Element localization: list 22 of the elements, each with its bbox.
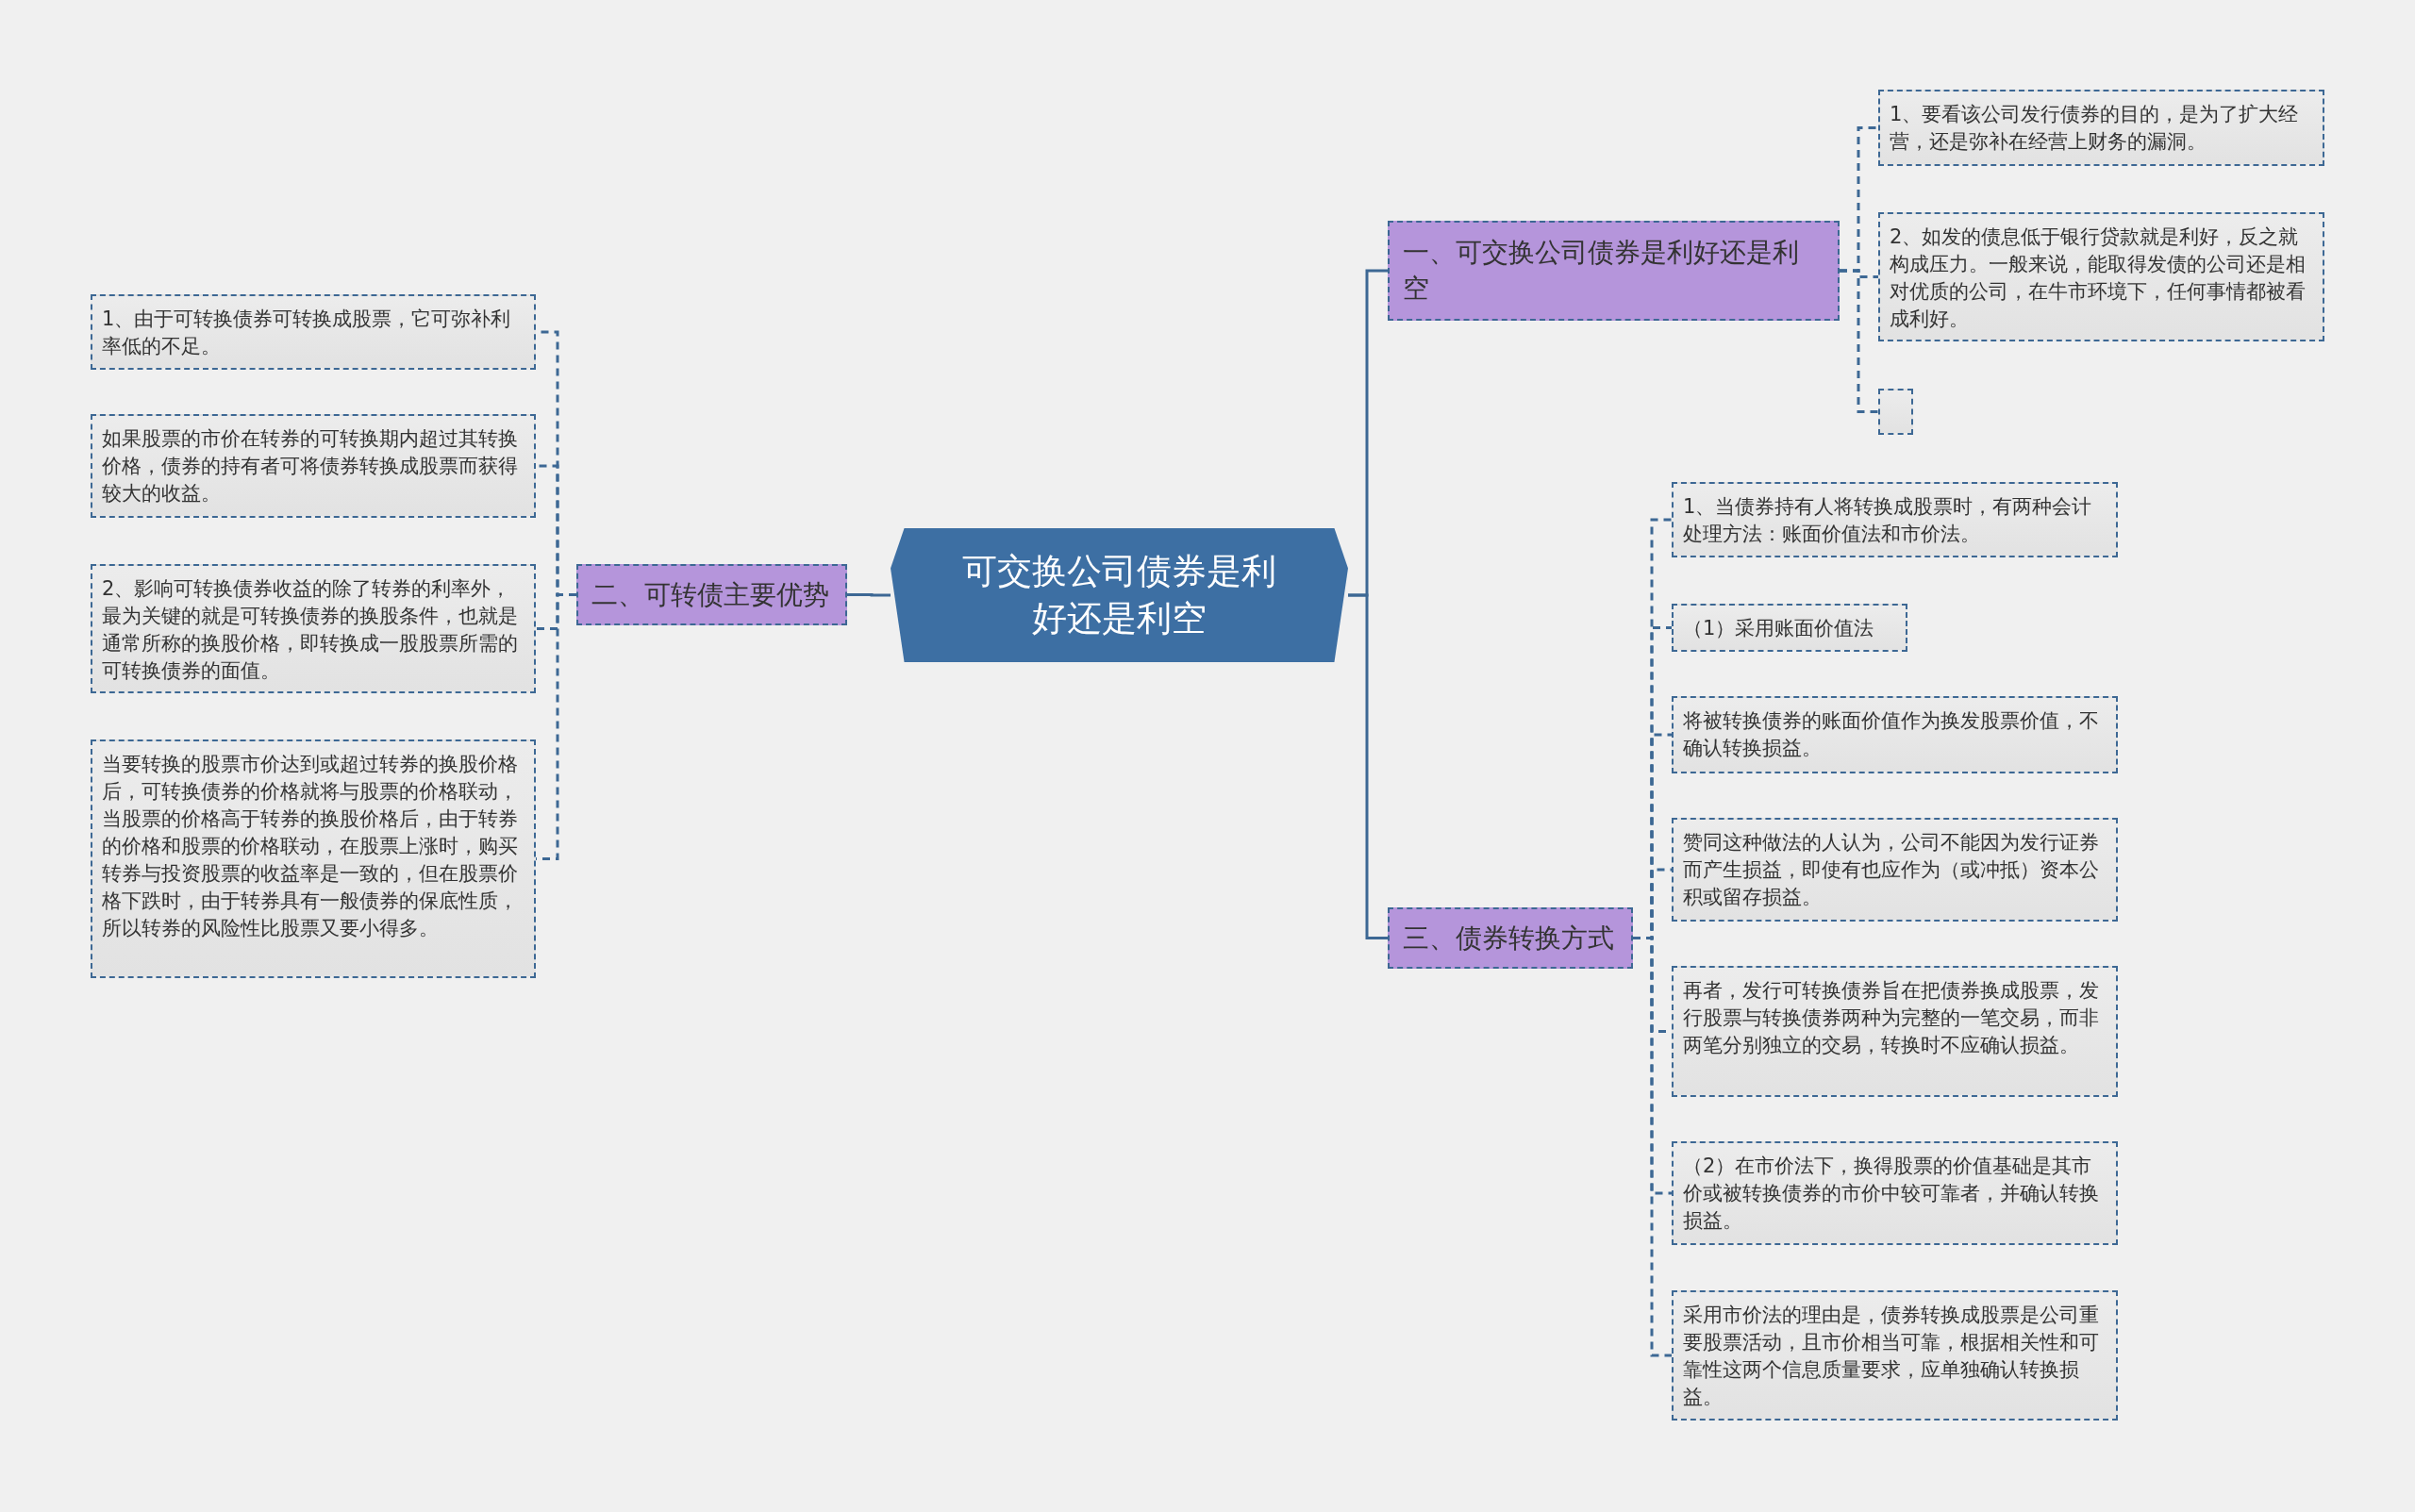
note-box: （1）采用账面价值法 [1672,604,1907,652]
connector-line [847,593,891,597]
note-box: 赞同这种做法的人认为，公司不能因为发行证券而产生损益，即使有也应作为（或冲抵）资本公积或留存损益。 [1672,818,2118,922]
note-box: 将被转换债券的账面价值作为换发股票价值，不确认转换损益。 [1672,696,2118,773]
note-box: 采用市价法的理由是，债券转换成股票是公司重要股票活动，且市价相当可靠，根据相关性和可靠性这两个信息质量要求，应单独确认转换损益。 [1672,1290,2118,1421]
note-box: 2、影响可转换债券收益的除了转券的利率外，最为关键的就是可转换债券的换股条件，也就是通常所称的换股价格，即转换成一股股票所需的可转换债券的面值。 [91,564,536,693]
note-box: 1、要看该公司发行债券的目的，是为了扩大经营，还是弥补在经营上财务的漏洞。 [1878,90,2324,166]
central-topic: 可交换公司债券是利好还是利空 [891,528,1348,662]
note-box: 1、由于可转换债券可转换成股票，它可弥补利率低的不足。 [91,294,536,370]
connector-line [1633,937,1672,1357]
branch-topic: 一、可交换公司债券是利好还是利空 [1388,221,1840,321]
branch-topic: 二、可转债主要优势 [576,564,847,625]
connector-line [1348,593,1388,939]
note-box: 再者，发行可转换债券旨在把债券换成股票，发行股票与转换债券两种为完整的一笔交易，而非两笔分别独立的交易，转换时不应确认损益。 [1672,966,2118,1097]
note-box: 2、如发的债息低于银行贷款就是利好，反之就构成压力。一般来说，能取得发债的公司还是相对优质的公司，在牛市环境下，任何事情都被看成利好。 [1878,212,2324,341]
connector-line [1840,269,1878,413]
note-box: 当要转换的股票市价达到或超过转券的换股价格后，可转换债券的价格就将与股票的价格联动，当股票的价格高于转券的换股价格后，由于转券的价格和股票的价格联动，在股票上涨时，购买转券与投资股票的收益率是一致的，但在股票价格下跌时，由于转券具有一般债券的保底性质，所以转券的风险性比股票又要小得多。 [91,739,536,978]
branch-topic: 三、债券转换方式 [1388,907,1633,969]
note-box: （2）在市价法下，换得股票的价值基础是其市价或被转换债券的市价中较可靠者，并确认转换损益。 [1672,1141,2118,1245]
note-box: 如果股票的市价在转券的可转换期内超过其转换价格，债券的持有者可将债券转换成股票而获得较大的收益。 [91,414,536,518]
empty-box [1878,389,1913,435]
note-box: 1、当债券持有人将转换成股票时，有两种会计处理方法：账面价值法和市价法。 [1672,482,2118,557]
